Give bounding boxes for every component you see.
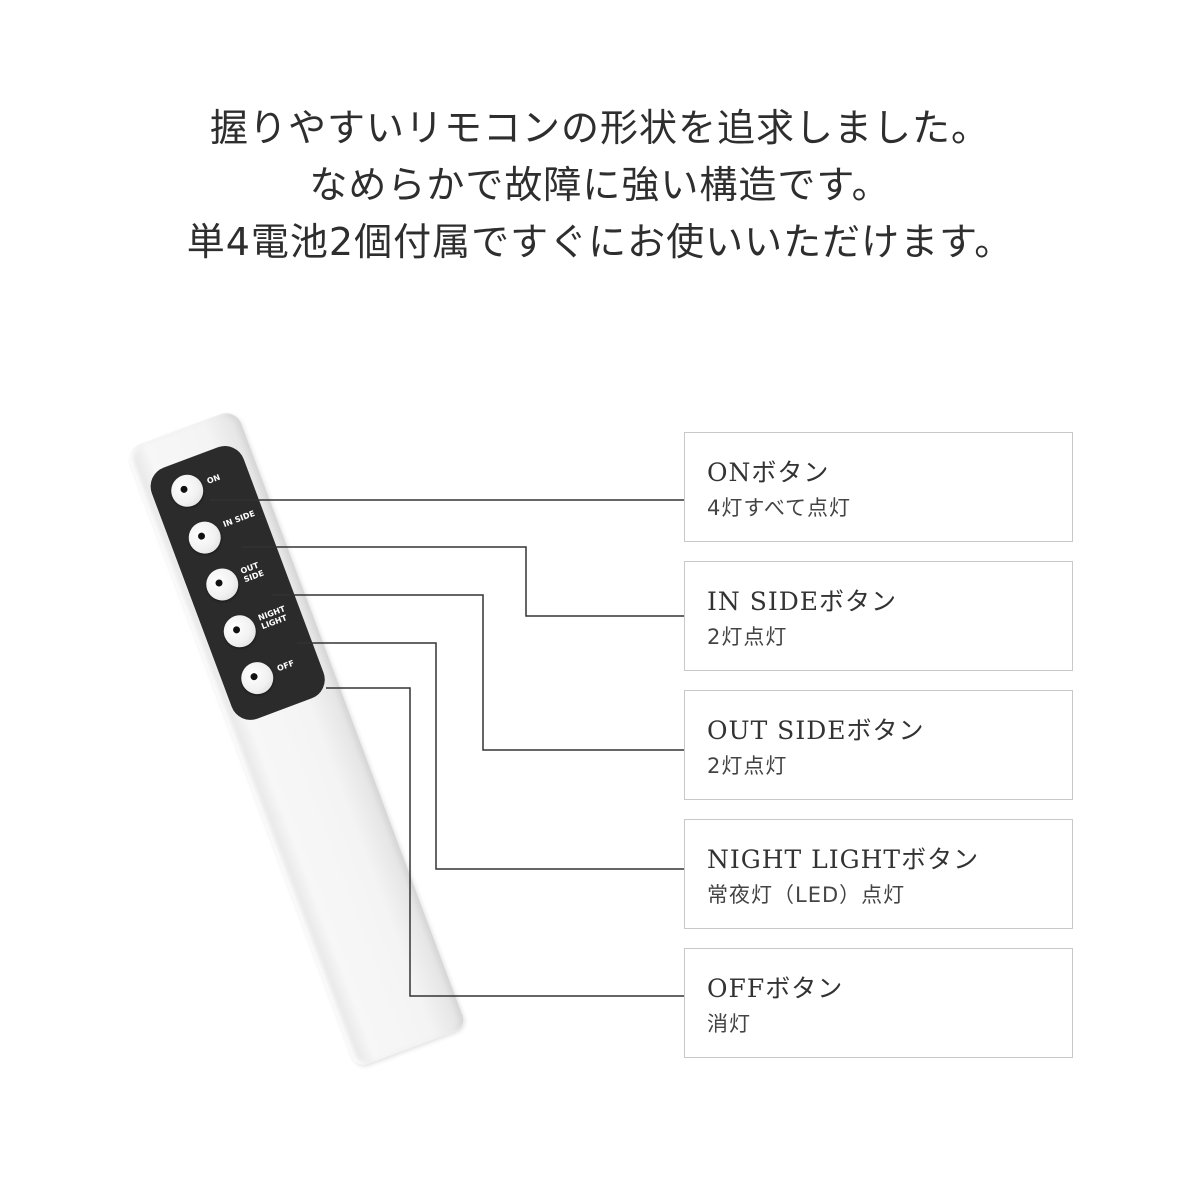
callout-in-side: IN SIDEボタン 2灯点灯 [684,561,1073,671]
headline-line-3: 単4電池2個付属ですぐにお使いいただけます。 [186,220,1014,264]
headline: 握りやすいリモコンの形状を追求しました。 なめらかで故障に強い構造です。 単4電… [0,100,1200,271]
leader-line-off [326,687,684,997]
callout-night-light-title: NIGHT LIGHTボタン [707,845,980,874]
leader-line-in-side [242,546,684,617]
callout-out-side: OUT SIDEボタン 2灯点灯 [684,690,1073,800]
callout-out-side-title: OUT SIDEボタン [707,716,925,745]
headline-line-1: 握りやすいリモコンの形状を追求しました。 [209,106,990,150]
callout-off: OFFボタン 消灯 [684,948,1073,1058]
callout-night-light: NIGHT LIGHTボタン 常夜灯（LED）点灯 [684,819,1073,929]
callout-off-desc: 消灯 [707,1012,751,1036]
callout-on: ONボタン 4灯すべて点灯 [684,432,1073,542]
headline-line-2: なめらかで故障に強い構造です。 [309,163,891,207]
leader-line-out-side [272,594,684,751]
callout-off-title: OFFボタン [707,974,844,1003]
callout-out-side-desc: 2灯点灯 [707,754,788,778]
callout-in-side-title: IN SIDEボタン [707,587,897,616]
callout-night-light-desc: 常夜灯（LED）点灯 [707,883,906,907]
callout-on-desc: 4灯すべて点灯 [707,496,852,520]
callout-in-side-desc: 2灯点灯 [707,625,788,649]
callout-on-title: ONボタン [707,458,830,487]
leader-line-night-light [297,642,684,870]
